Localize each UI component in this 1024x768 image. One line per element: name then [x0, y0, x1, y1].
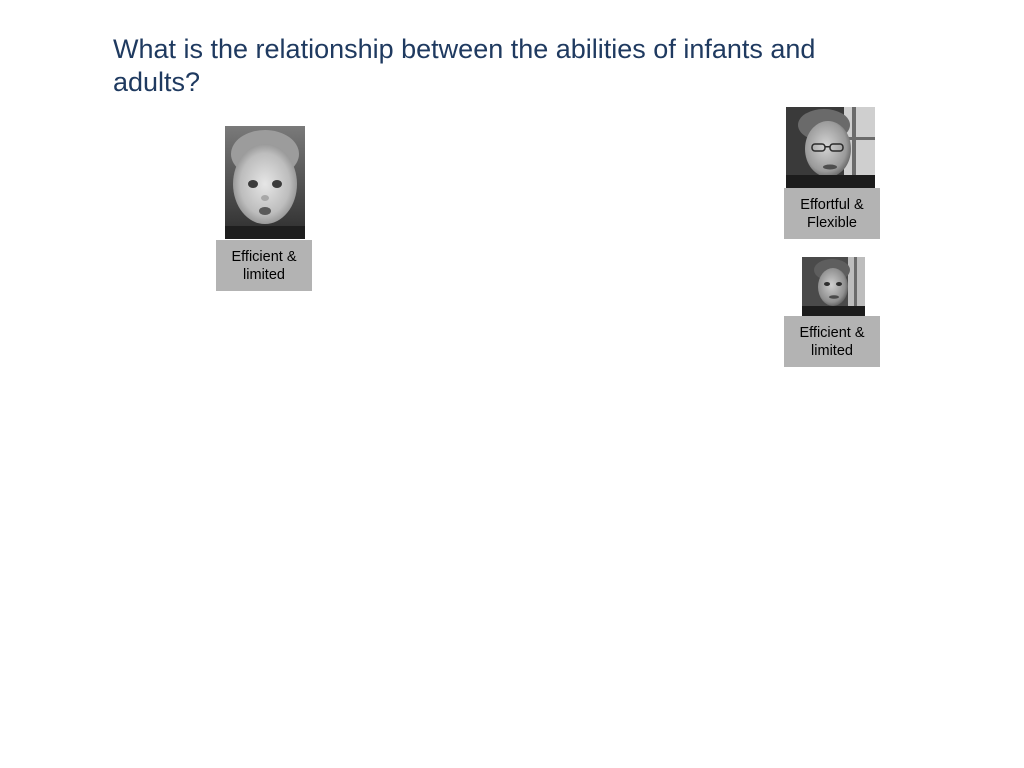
adult-lower-label-line2: limited [811, 342, 853, 359]
adult-man-icon [802, 257, 865, 316]
adult-upper-ability-label: Effortful & Flexible [784, 188, 880, 239]
infant-ability-label: Efficient & limited [216, 240, 312, 291]
adult-upper-label-line1: Effortful & [800, 196, 864, 213]
adult-man-photo [802, 257, 865, 316]
infant-label-line2: limited [243, 266, 285, 283]
adult-lower-ability-label: Efficient & limited [784, 316, 880, 367]
infant-label-line1: Efficient & [231, 248, 297, 265]
adult-upper-label-line2: Flexible [807, 214, 857, 231]
adult-man-glasses-icon [786, 107, 875, 188]
adult-lower-label-line1: Efficient & [799, 324, 865, 341]
adult-man-glasses-photo [786, 107, 875, 188]
infant-face-icon [225, 126, 305, 239]
slide-title: What is the relationship between the abi… [113, 34, 816, 97]
infant-face-photo [225, 126, 305, 239]
